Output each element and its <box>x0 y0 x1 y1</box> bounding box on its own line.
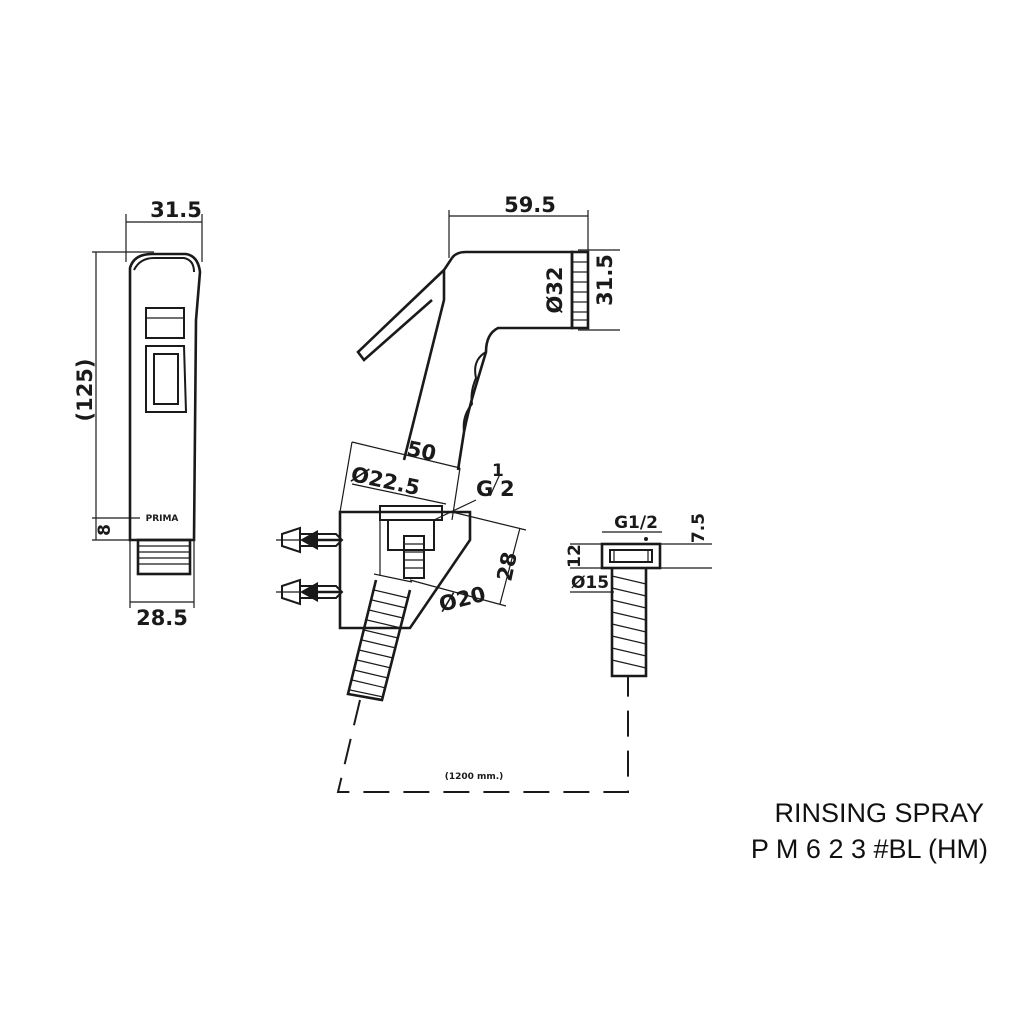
wall-screw-upper <box>276 526 344 554</box>
dimension-length: 59.5 <box>504 193 556 217</box>
brand-logo: PRIMA <box>146 514 179 524</box>
dimension-holder-diameter: Ø22.5 <box>349 462 422 500</box>
title-block: RINSING SPRAY P M 6 2 3 #BL (HM) <box>751 798 988 864</box>
hose-coils <box>349 589 409 698</box>
thread-denominator: 2 <box>500 477 515 501</box>
handle-body <box>128 252 202 542</box>
nut-marker <box>644 537 648 541</box>
hose-nut <box>600 542 662 570</box>
thread-numerator: 1 <box>492 461 504 481</box>
dimension-hose-length: (1200 mm.) <box>445 772 504 782</box>
dimension-nut-thread: G1/2 <box>614 513 658 533</box>
dimension-line-holder-diameter <box>351 483 447 505</box>
hose-outer <box>346 579 412 702</box>
product-code: P M 6 2 3 #BL (HM) <box>751 834 988 864</box>
hose-length-line <box>336 676 629 793</box>
dimension-line-holder-width <box>351 441 461 469</box>
trigger-lever <box>356 269 445 362</box>
dimension-bottom-width: 28.5 <box>136 606 188 630</box>
wall-holder <box>338 510 472 630</box>
dimension-nozzle-diameter: Ø32 <box>543 266 567 313</box>
front-view: 31.5 (125) 8 PRIMA 28.5 <box>73 198 203 630</box>
holder-nut-threads <box>404 543 424 569</box>
dimension-line-holder-depth <box>499 527 521 605</box>
dimension-holder-width: 50 <box>405 436 439 466</box>
dimension-holder-depth: 28 <box>492 550 522 584</box>
extension-line <box>451 511 527 531</box>
hose-nut-inner <box>609 549 653 563</box>
dimension-height: (125) <box>73 358 97 421</box>
wall-screw-lower <box>276 578 344 606</box>
thread-lines <box>138 545 190 565</box>
nozzle-ribs <box>572 261 588 321</box>
fraction-bar <box>489 473 501 497</box>
dimension-top-width: 31.5 <box>150 198 202 222</box>
dimension-nut-height: 12 <box>565 544 585 568</box>
dimension-thread-height: 8 <box>95 524 115 536</box>
nozzle <box>570 250 590 330</box>
trigger-lower <box>145 345 188 413</box>
nut-view: G1/2 7.5 12 Ø15 <box>565 513 712 678</box>
trigger-slot <box>153 353 179 405</box>
grip-contour <box>462 351 487 433</box>
dimension-hose-diameter: Ø20 <box>437 582 488 617</box>
extension-line <box>339 441 353 513</box>
leader-line <box>373 573 413 583</box>
dimension-nozzle-height: 31.5 <box>593 254 617 306</box>
handle-top-edge <box>133 257 195 273</box>
side-view: 59.5 Ø32 31.5 50 Ø22.5 G 1 <box>276 193 629 793</box>
dimension-nut-depth: 7.5 <box>689 513 709 543</box>
trigger-upper <box>145 307 185 339</box>
thread-g-label: G <box>476 477 493 501</box>
extension-line <box>409 579 507 607</box>
holder-nut <box>403 535 425 579</box>
nut-hose-coils <box>611 575 647 669</box>
thread-connector <box>136 538 192 576</box>
dimension-nut-diameter: Ø15 <box>571 573 609 593</box>
holder-socket <box>387 519 435 551</box>
product-name: RINSING SPRAY <box>774 798 984 828</box>
nut-hose <box>610 568 648 678</box>
sprayer-neck <box>402 257 454 461</box>
